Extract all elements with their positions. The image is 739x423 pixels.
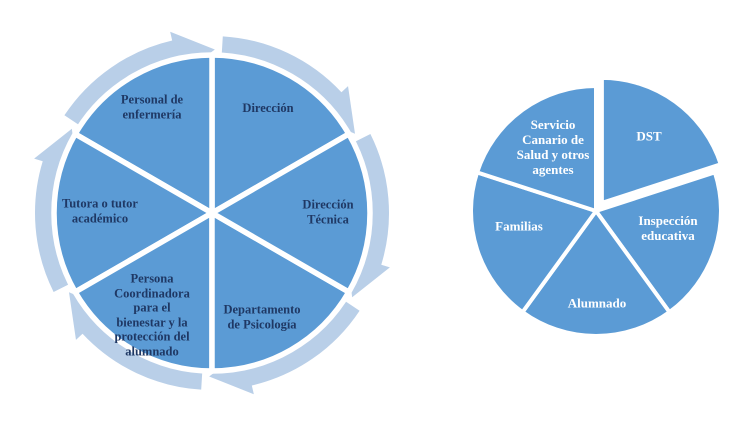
- segment-label-coordinadora-bienestar: Persona Coordinadora para el bienestar y…: [114, 271, 190, 359]
- slice-label-servicio-canario-salud: Servicio Canario de Salud y otros agente…: [516, 116, 590, 178]
- pie-slice-familias: [469, 170, 598, 315]
- slice-label-dst: DST: [636, 128, 662, 144]
- slice-label-inspeccion-educativa: Inspección educativa: [638, 212, 698, 243]
- right-pie-chart: [469, 75, 723, 338]
- pie-segment-tutora-tutor-academico: [51, 131, 215, 295]
- slice-label-alumnado: Alumnado: [567, 295, 627, 311]
- segment-label-departamento-psicologia: Departamento de Psicología: [223, 302, 301, 332]
- pie-slice-dst: [599, 75, 723, 205]
- left-cycle-diagram: [34, 31, 390, 395]
- pie-slice-inspeccion-educativa: [594, 170, 723, 315]
- pie-segment-coordinadora-bienestar: [72, 210, 215, 374]
- segment-label-tutora-tutor-academico: Tutora o tutor académico: [62, 196, 138, 226]
- pie-segment-departamento-psicologia: [209, 210, 352, 374]
- pie-slice-servicio-canario-salud: [475, 84, 598, 213]
- pie-segment-personal-enfermeria: [72, 52, 215, 216]
- pie-segment-direccion-tecnica: [209, 131, 373, 295]
- segment-label-direccion-tecnica: Dirección Técnica: [302, 197, 354, 227]
- segment-label-personal-enfermeria: Personal de enfermería: [120, 92, 184, 122]
- segment-label-direccion: Dirección: [242, 100, 294, 115]
- pie-slice-alumnado: [520, 209, 672, 338]
- pie-segment-direccion: [209, 52, 352, 216]
- slice-label-familias: Familias: [495, 218, 543, 234]
